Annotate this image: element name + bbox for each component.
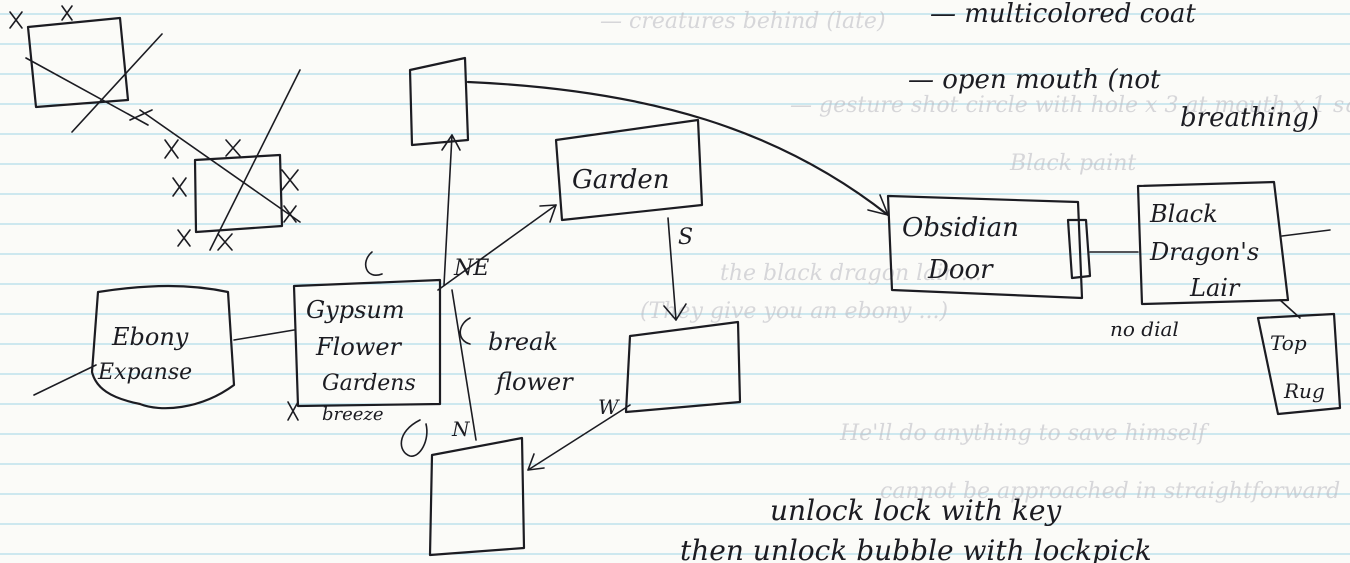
bleed-through-text: — creatures behind (late) — gesture shot…: [600, 9, 1350, 504]
ghost-line-1: — creatures behind (late): [600, 9, 886, 34]
crossed-out-room-1: [9, 5, 163, 133]
path-gypsum-up: [443, 134, 453, 286]
break-label: break: [488, 328, 558, 356]
path-garden-south: [667, 217, 677, 321]
no-dial-label: no dial: [1110, 317, 1179, 341]
room-gypsum-flower-gardens: Gypsum Flower Gardens breeze: [287, 251, 442, 457]
garden-label: Garden: [572, 165, 669, 195]
note-unlock-bubble: then unlock bubble with lockpick: [680, 534, 1152, 563]
notes-bottom: unlock lock with key then unlock bubble …: [680, 494, 1152, 563]
w-label: W: [598, 395, 620, 419]
ne-label: NE: [453, 256, 489, 281]
lock-icon: [1066, 218, 1092, 280]
ghost-line-5: (They give you an ebony ...): [640, 299, 948, 324]
ebony-line-2: Expanse: [97, 360, 192, 385]
obsidian-line-2: Door: [927, 255, 994, 285]
path-right-bottom: [527, 404, 631, 471]
gypsum-line-1: Gypsum: [306, 296, 405, 324]
gypsum-line-2: Flower: [315, 333, 403, 361]
ghost-line-6: He'll do anything to save himself: [839, 421, 1210, 446]
path-ebony-gypsum: [233, 329, 295, 341]
notes-top-right: — multicolored coat — open mouth (not br…: [908, 0, 1319, 133]
s-label: S: [678, 225, 693, 250]
ebony-line-1: Ebony: [111, 323, 189, 351]
path-top-obsidian: [466, 80, 890, 217]
flower-label: flower: [494, 368, 574, 396]
n-label: N: [451, 417, 471, 441]
note-open-mouth: — open mouth (not: [908, 65, 1161, 95]
room-obsidian-door: Obsidian Door: [886, 194, 1092, 300]
dragon-line-3: Lair: [1189, 274, 1241, 302]
ghost-line-3: Black paint: [1009, 151, 1136, 176]
room-unnamed-bottom: [428, 436, 526, 557]
path-gypsum-garden: [437, 204, 557, 291]
room-unnamed-top: [408, 56, 470, 147]
room-garden: Garden: [554, 118, 704, 222]
dragon-line-1: Black: [1149, 200, 1218, 228]
ghost-line-7: cannot be approached in straightforward: [880, 479, 1340, 504]
room-ebony-expanse: Ebony Expanse: [33, 284, 236, 410]
note-unlock-lock: unlock lock with key: [770, 494, 1062, 527]
dragon-line-2: Dragon's: [1149, 238, 1259, 266]
note-breathing: breathing): [1180, 103, 1319, 133]
gypsum-line-3: Gardens: [322, 371, 416, 396]
crossed-out-room-2: [129, 69, 301, 251]
room-unnamed-right: W: [598, 320, 742, 419]
path-gypsum-bottom: [451, 289, 477, 441]
top-rug-line-2: Rug: [1283, 379, 1325, 403]
ruled-lines: [0, 13, 1350, 555]
top-rug-line-1: Top: [1270, 331, 1307, 355]
room-black-dragons-lair: Black Dragon's Lair no dial: [1110, 180, 1331, 341]
loop-arrow-bottom-icon: [400, 419, 428, 457]
ghost-line-4: the black dragon lair ...: [720, 261, 982, 286]
ghost-line-2: — gesture shot circle with hole x 3 at m…: [790, 93, 1350, 118]
breeze-label: breeze: [322, 404, 384, 425]
note-multicolored-coat: — multicolored coat: [930, 0, 1196, 29]
room-top-rug: Top Rug: [1256, 312, 1342, 416]
obsidian-line-1: Obsidian: [902, 213, 1019, 243]
curl-arrow-icon: [459, 317, 471, 345]
loop-arrow-top-icon: [364, 251, 383, 276]
